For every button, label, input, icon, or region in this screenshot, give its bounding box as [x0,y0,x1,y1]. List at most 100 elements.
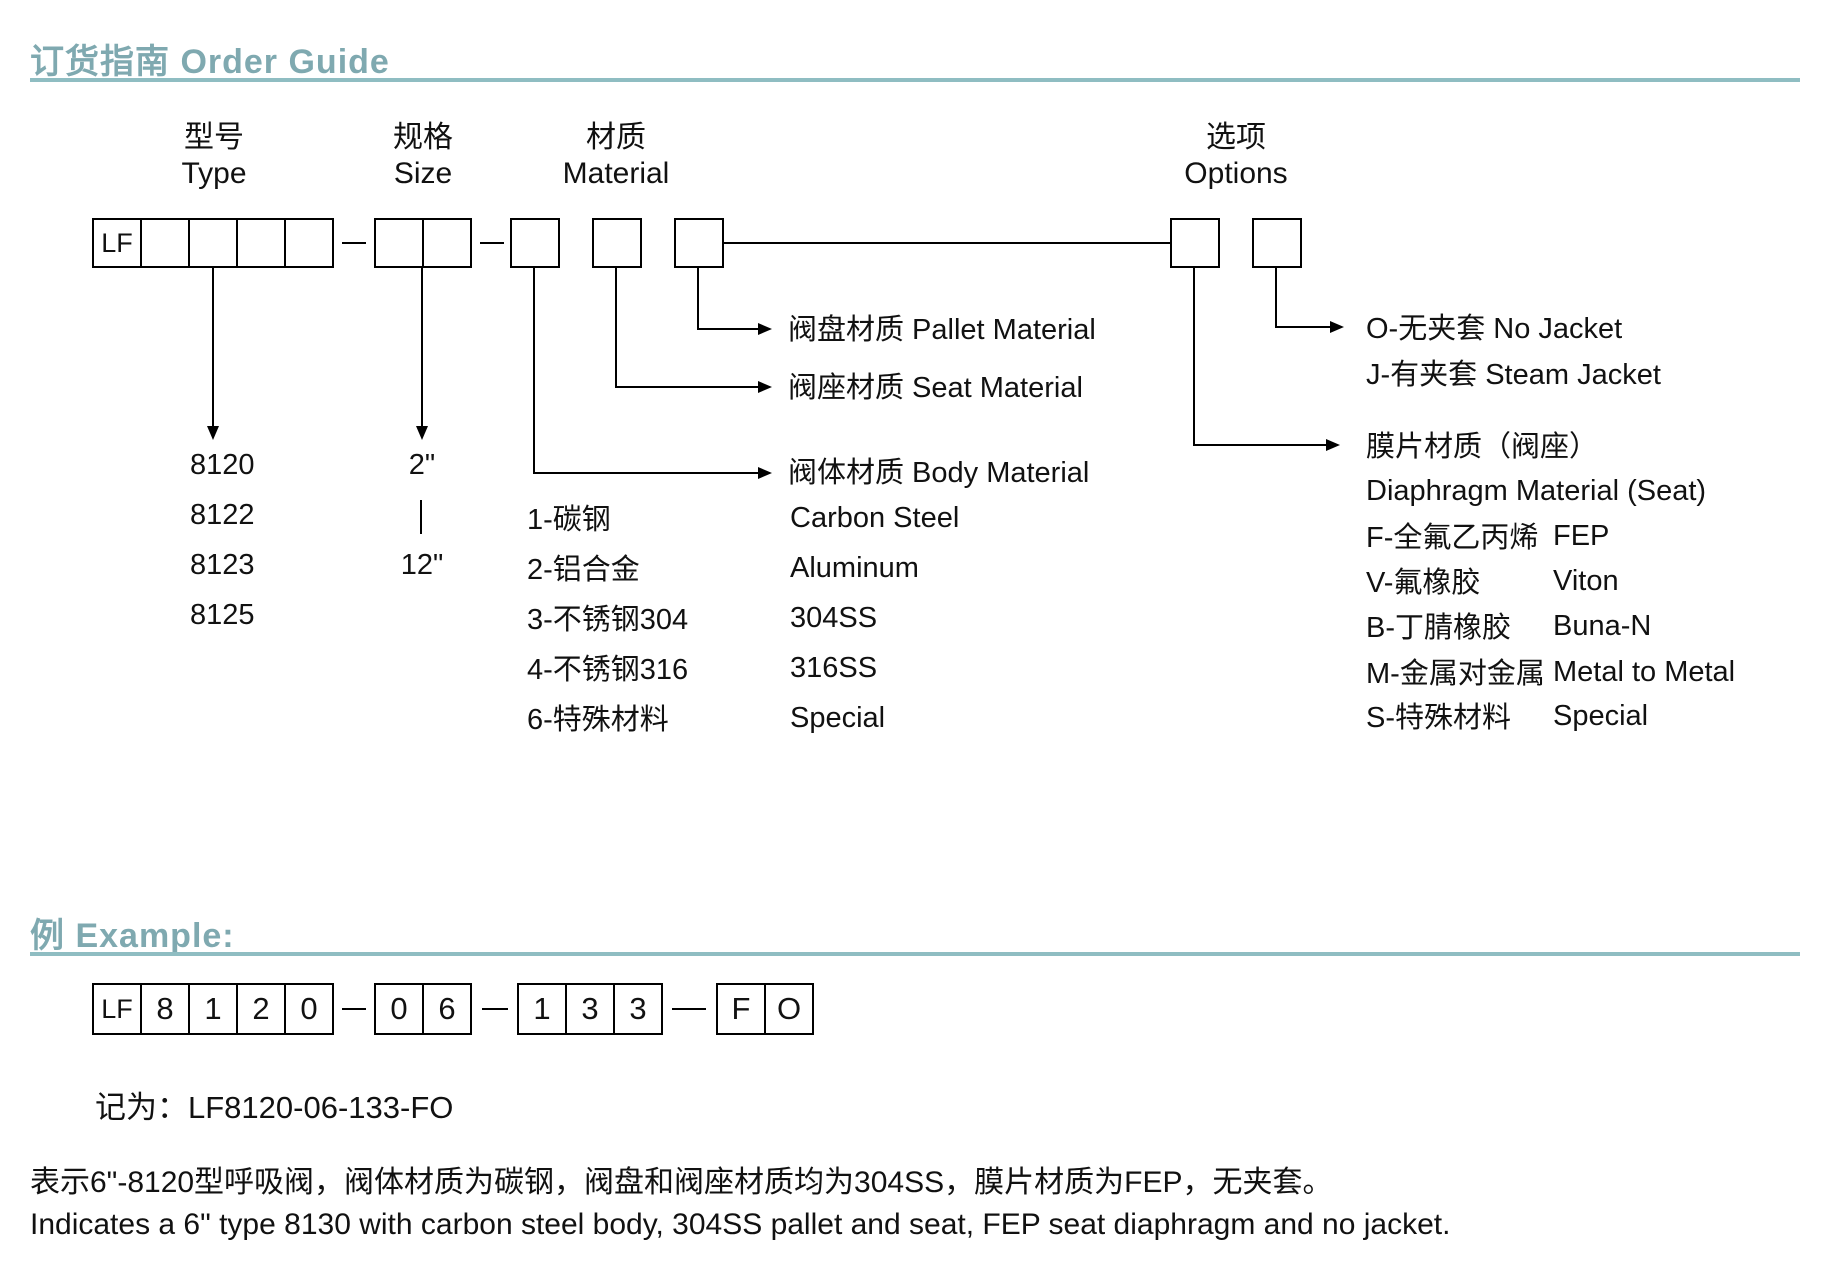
pallet-material-arrowhead-icon [758,323,772,335]
example-code: 记为：LF8120-06-133-FO [95,1090,454,1125]
dash-connector [342,1008,366,1010]
jacket-arrowhead-icon [1330,321,1344,333]
header-options-cn: 选项 [1206,121,1266,154]
diaphragm-label-en: Diaphragm Material (Seat) [1366,475,1707,507]
seat-material-line [615,386,758,388]
diaphragm-list-row: V-氟橡胶 Viton [1366,565,1619,600]
diaphragm-en: Buna-N [1553,610,1652,642]
dash-connector [482,1008,508,1010]
example-cell: F [716,983,766,1035]
header-type-en: Type [181,157,247,190]
code-cell-empty [236,218,286,268]
options-box-diaphragm [1170,218,1220,268]
title-divider [30,78,1800,82]
diaphragm-en: Metal to Metal [1553,656,1736,688]
code-cell-empty [1170,218,1220,268]
header-material: 材质 Material [531,120,701,192]
example-type-group: LF 8 1 2 0 [92,983,334,1035]
jacket-option-line [1275,268,1277,328]
example-cell: 0 [374,983,424,1035]
material-list-row: 6-特殊材料 Special [527,702,886,737]
material-box-body [510,218,560,268]
type-list-item: 8120 [190,449,255,481]
header-options-en: Options [1184,157,1288,190]
example-note-en: Indicates a 6" type 8130 with carbon ste… [30,1208,1451,1241]
size-max: 12" [400,549,444,581]
diaphragm-option-line [1193,268,1195,446]
code-cell-empty [1252,218,1302,268]
example-cell: LF [92,983,142,1035]
diaphragm-cn: S-特殊材料 [1366,702,1512,734]
pallet-material-line [697,328,758,330]
diaphragm-en: Viton [1553,565,1619,597]
material-box-seat [592,218,642,268]
example-cell: 1 [517,983,567,1035]
material-list-row: 3-不锈钢304 304SS [527,602,878,637]
code-cell-empty [374,218,424,268]
material-cn: 3-不锈钢304 [527,604,689,636]
material-en: Special [790,702,886,734]
material-cn: 6-特殊材料 [527,704,669,736]
diaphragm-cn: B-丁腈橡胶 [1366,612,1512,644]
seat-material-line [615,268,617,388]
material-list-row: 2-铝合金 Aluminum [527,552,919,587]
no-jacket-label: O-无夹套 No Jacket [1366,313,1623,345]
diaphragm-list-row: S-特殊材料 Special [1366,700,1649,735]
page-title: 订货指南 Order Guide [30,43,390,81]
header-type-cn: 型号 [184,121,244,154]
material-en: Aluminum [790,552,919,584]
example-cell: 3 [565,983,615,1035]
example-options-group: F O [716,983,814,1035]
code-cell-empty [592,218,642,268]
diaphragm-list-row: F-全氟乙丙烯 FEP [1366,520,1610,555]
diaphragm-label-cn: 膜片材质（阀座） [1366,431,1599,463]
material-list-row: 4-不锈钢316 316SS [527,652,878,687]
diaphragm-option-line [1193,444,1326,446]
code-cell-empty [188,218,238,268]
options-box-jacket [1252,218,1302,268]
type-arrow-line [212,268,214,426]
material-box-pallet [674,218,724,268]
diaphragm-en: FEP [1553,520,1610,552]
header-size-cn: 规格 [393,121,453,154]
diaphragm-en: Special [1553,700,1649,732]
diaphragm-cn: M-金属对金属 [1366,658,1545,690]
pallet-material-label: 阀盘材质 Pallet Material [788,314,1096,346]
code-cell-empty [510,218,560,268]
example-divider [30,952,1800,956]
type-box-group: LF [92,218,334,268]
material-en: 316SS [790,652,878,684]
example-cell: 0 [284,983,334,1035]
size-arrowhead-icon [416,426,428,440]
options-connector-line [724,242,1170,244]
code-cell-prefix: LF [92,218,142,268]
seat-material-arrowhead-icon [758,381,772,393]
example-title: 例 Example: [30,917,235,955]
material-en: 304SS [790,602,878,634]
header-size-en: Size [393,157,453,190]
material-cn: 4-不锈钢316 [527,654,689,686]
jacket-option-line [1275,326,1330,328]
header-type: 型号 Type [129,120,299,192]
dash-connector [342,242,366,244]
material-cn: 1-碳钢 [527,504,611,536]
body-material-line [533,268,535,474]
steam-jacket-label: J-有夹套 Steam Jacket [1366,359,1661,391]
type-list-item: 8123 [190,549,255,581]
seat-material-label: 阀座材质 Seat Material [788,372,1083,404]
example-cell: 8 [140,983,190,1035]
example-cell: 2 [236,983,286,1035]
example-cell: O [764,983,814,1035]
header-material-en: Material [562,157,670,190]
code-cell-empty [674,218,724,268]
diaphragm-list-row: B-丁腈橡胶 Buna-N [1366,610,1652,645]
size-min: 2" [408,449,436,481]
body-material-label: 阀体材质 Body Material [788,457,1090,489]
diaphragm-cn: F-全氟乙丙烯 [1366,522,1539,554]
diaphragm-list-row: M-金属对金属 Metal to Metal [1366,656,1736,691]
size-arrow-line [421,268,423,426]
example-cell: 1 [188,983,238,1035]
body-material-arrowhead-icon [758,467,772,479]
code-cell-empty [140,218,190,268]
